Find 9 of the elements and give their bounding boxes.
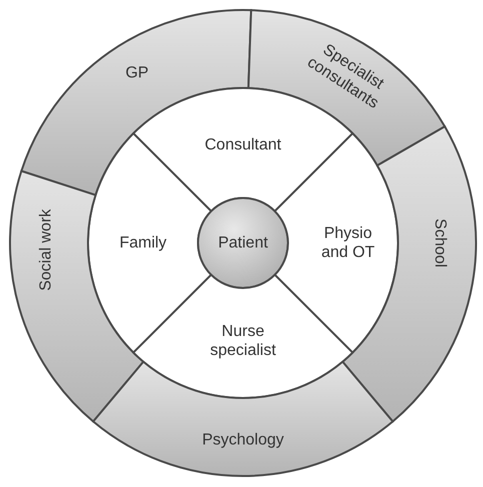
segment-label: Social work <box>36 190 56 310</box>
segment-label: Consultant <box>193 136 293 154</box>
segment-label: Psychology <box>183 430 303 450</box>
segment-label: Physio and OT <box>313 224 383 262</box>
center-label: Patient <box>203 234 283 252</box>
segment-label: School <box>430 193 450 293</box>
segment-label: Family <box>103 234 183 252</box>
segment-label: Nurse specialist <box>198 322 288 360</box>
segment-label: GP <box>107 64 168 83</box>
